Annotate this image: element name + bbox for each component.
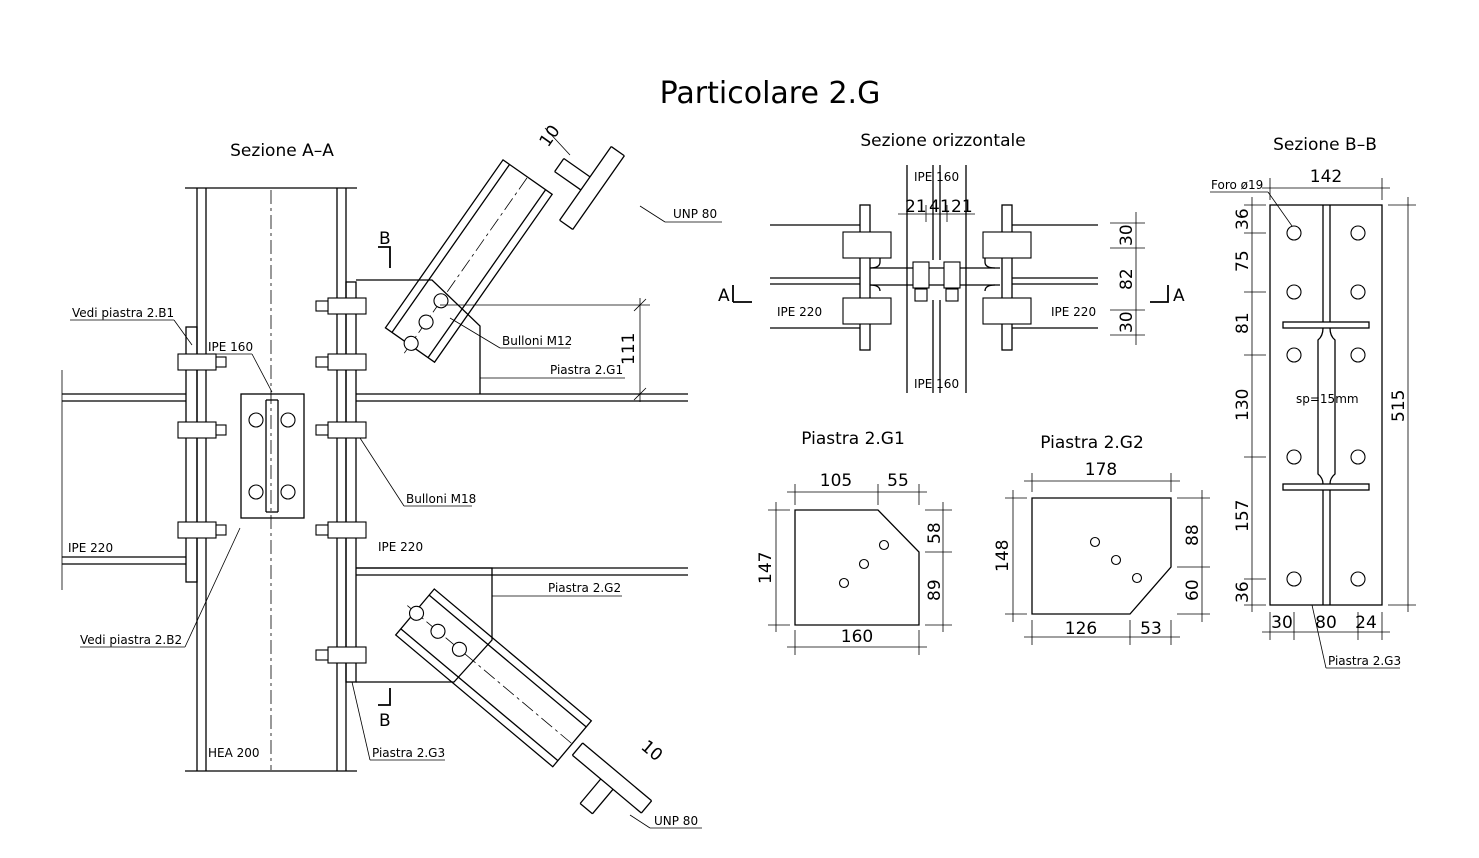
- label-bulloni-m18: Bulloni M18: [406, 492, 476, 506]
- label-ipe160-bottom: IPE 160: [914, 377, 959, 391]
- label-unp80-bottom: UNP 80: [654, 814, 698, 828]
- dim-30b: 30: [1117, 311, 1137, 333]
- plate-g2-detail: Piastra 2.G2 178 148 88 60 126 53: [993, 433, 1210, 645]
- g1-dim-89: 89: [925, 579, 945, 601]
- label-foro: Foro ø19: [1211, 178, 1263, 192]
- bb-dim-24: 24: [1355, 613, 1377, 633]
- dim-10-bottom: 10: [637, 737, 666, 766]
- ipe160-section: [240, 393, 305, 519]
- piastra-b1-plate: [185, 326, 198, 583]
- bb-dim-36b: 36: [1233, 581, 1253, 603]
- label-ipe160: IPE 160: [208, 340, 253, 354]
- dim-30a: 30: [1117, 224, 1137, 246]
- label-sp: sp=15mm: [1296, 392, 1359, 406]
- dim-41: 41: [929, 197, 951, 217]
- hea200-column: [185, 187, 357, 772]
- drawing-title: Particolare 2.G: [660, 76, 881, 111]
- g2-dim-88: 88: [1183, 524, 1203, 546]
- unp80-lower-profile: [571, 742, 653, 815]
- dim-82: 82: [1117, 268, 1137, 290]
- bb-dim-80: 80: [1315, 613, 1337, 633]
- section-bb-title: Sezione B–B: [1273, 135, 1377, 155]
- label-vedi-piastra-b2: Vedi piastra 2.B2: [80, 633, 182, 647]
- bb-dim-36a: 36: [1233, 208, 1253, 230]
- section-mark-b-top: B: [379, 229, 391, 249]
- bb-dim-130: 130: [1233, 389, 1253, 421]
- label-unp80-top: UNP 80: [673, 207, 717, 221]
- label-ipe220-left-h: IPE 220: [777, 305, 822, 319]
- label-ipe220-right: IPE 220: [378, 540, 423, 554]
- piastra-g3-elevation: [1269, 204, 1383, 606]
- g2-dim-148: 148: [993, 540, 1013, 572]
- dim-21b: 21: [951, 197, 973, 217]
- plate-g1-title: Piastra 2.G1: [801, 429, 905, 449]
- g1-dim-160: 160: [841, 627, 873, 647]
- bb-dim-81: 81: [1233, 312, 1253, 334]
- section-aa: Sezione A–A: [61, 122, 722, 829]
- piastra-g1-gusset: [356, 279, 481, 394]
- section-mark-b-bottom: B: [379, 711, 391, 731]
- unp80-upper-profile: [554, 146, 625, 230]
- piastra-g3-plate: [345, 281, 357, 683]
- label-bulloni-m12: Bulloni M12: [502, 334, 572, 348]
- ipe220-left-beam: [61, 370, 186, 590]
- dim-10-top: 10: [536, 122, 565, 151]
- section-horizontal-title: Sezione orizzontale: [860, 131, 1025, 151]
- bb-dim-30: 30: [1271, 613, 1293, 633]
- bolts-left: [177, 353, 227, 539]
- label-ipe160-top: IPE 160: [914, 170, 959, 184]
- label-piastra-g1: Piastra 2.G1: [550, 363, 623, 377]
- unp80-upper-diagonal: [384, 158, 554, 364]
- section-aa-title: Sezione A–A: [230, 141, 334, 161]
- plate-g1-detail: Piastra 2.G1 105 55 147 58 89 160: [756, 429, 952, 655]
- bolts-m18-right: [315, 297, 367, 664]
- dim-111: 111: [619, 333, 639, 365]
- g1-dim-58: 58: [925, 522, 945, 544]
- g2-dim-126: 126: [1065, 619, 1097, 639]
- piastra-g2-gusset: [356, 567, 493, 683]
- label-vedi-piastra-b1: Vedi piastra 2.B1: [72, 306, 174, 320]
- plate-g2-title: Piastra 2.G2: [1040, 433, 1144, 453]
- bb-dim-157: 157: [1233, 500, 1253, 532]
- section-bb: Sezione B–B sp=15mm Foro ø19 142: [1210, 135, 1416, 669]
- bb-dim-515: 515: [1389, 390, 1409, 422]
- label-hea200: HEA 200: [208, 746, 260, 760]
- g1-dim-55: 55: [887, 471, 909, 491]
- unp80-lower-diagonal: [394, 588, 593, 768]
- g1-dim-147: 147: [756, 552, 776, 584]
- bb-dim-142: 142: [1310, 167, 1342, 187]
- label-piastra-g3: Piastra 2.G3: [372, 746, 445, 760]
- section-mark-a-left: A: [718, 286, 730, 306]
- g2-dim-178: 178: [1085, 460, 1117, 480]
- g2-dim-60: 60: [1183, 579, 1203, 601]
- section-horizontal: Sezione orizzontale IPE 160 IPE 160 IPE …: [718, 131, 1185, 393]
- label-ipe220-left: IPE 220: [68, 541, 113, 555]
- section-mark-a-right: A: [1173, 286, 1185, 306]
- g1-dim-105: 105: [820, 471, 852, 491]
- bb-dim-75: 75: [1233, 250, 1253, 272]
- label-piastra-g3-bb: Piastra 2.G3: [1328, 654, 1401, 668]
- label-piastra-g2: Piastra 2.G2: [548, 581, 621, 595]
- label-ipe220-right-h: IPE 220: [1051, 305, 1096, 319]
- dim-21a: 21: [905, 197, 927, 217]
- g2-dim-53: 53: [1140, 619, 1162, 639]
